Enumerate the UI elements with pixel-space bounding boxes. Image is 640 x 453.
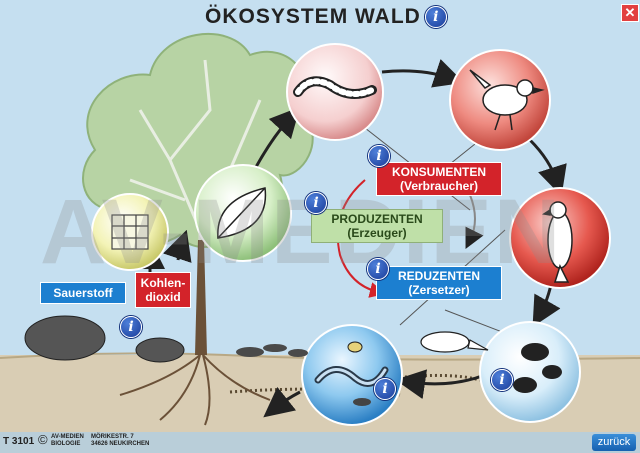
reduzenten-subtitle: (Zersetzer)	[408, 283, 470, 297]
kohlendioxid-label: Kohlen- dioxid	[135, 272, 191, 308]
sauerstoff-label: Sauerstoff	[40, 282, 126, 304]
produzenten-subtitle: (Erzeuger)	[347, 226, 407, 240]
worm-circle[interactable]	[301, 324, 403, 426]
hawk-icon	[542, 201, 573, 283]
copyright-icon: ©	[38, 432, 48, 447]
page-title-area: ÖKOSYSTEM WALD i	[205, 3, 447, 31]
info-icon[interactable]: i	[305, 192, 327, 214]
info-icon[interactable]: i	[120, 316, 142, 338]
bird-icon	[469, 69, 545, 131]
beetle-circle[interactable]	[479, 321, 581, 423]
publisher-name: AV-MEDIEN	[51, 434, 84, 440]
info-icon[interactable]: i	[368, 145, 390, 167]
address-city: 34626 NEUKIRCHEN	[91, 441, 150, 447]
info-icon[interactable]: i	[374, 378, 396, 400]
footer-code: T 3101	[3, 436, 35, 447]
reduzenten-title: REDUZENTEN	[397, 269, 480, 283]
footer-bar	[0, 432, 640, 453]
info-icon[interactable]: i	[491, 369, 513, 391]
inner-cycle	[336, 179, 484, 298]
info-icon[interactable]: i	[424, 6, 447, 28]
leaf-litter	[236, 344, 308, 357]
back-button[interactable]: zurück	[592, 434, 636, 451]
footer-address: MÖRIKESTR. 7 34626 NEUKIRCHEN	[91, 434, 149, 448]
leaf-circle[interactable]	[194, 164, 292, 262]
konsumenten-subtitle: (Verbraucher)	[399, 179, 479, 193]
dead-bird-icon	[420, 331, 489, 353]
page-title: ÖKOSYSTEM WALD	[205, 5, 421, 28]
caterpillar-circle[interactable]	[286, 43, 384, 141]
hawk-circle[interactable]	[509, 187, 611, 289]
kohlendioxid-line2: dioxid	[145, 290, 181, 304]
close-button[interactable]: ✕	[621, 4, 639, 22]
publisher-subject: BIOLOGIE	[51, 441, 81, 447]
hedgehog-icon	[24, 315, 185, 363]
beetle-icon	[513, 343, 562, 393]
konsumenten-label[interactable]: KONSUMENTEN (Verbraucher)	[376, 162, 502, 196]
caterpillar-icon	[293, 76, 377, 99]
produzenten-title: PRODUZENTEN	[331, 212, 423, 226]
bird-circle[interactable]	[449, 49, 551, 151]
address-street: MÖRIKESTR. 7	[91, 434, 134, 440]
produzenten-label[interactable]: PRODUZENTEN (Erzeuger)	[311, 209, 443, 243]
kohlendioxid-line1: Kohlen-	[140, 276, 186, 290]
konsumenten-title: KONSUMENTEN	[391, 165, 486, 179]
plant-cell-circle[interactable]	[91, 193, 169, 271]
footer-publisher: AV-MEDIEN BIOLOGIE	[51, 434, 84, 448]
leaf-icon	[217, 187, 267, 239]
reduzenten-label[interactable]: REDUZENTEN (Zersetzer)	[376, 266, 502, 300]
info-icon[interactable]: i	[367, 258, 389, 280]
plant-cell-icon	[111, 214, 149, 250]
